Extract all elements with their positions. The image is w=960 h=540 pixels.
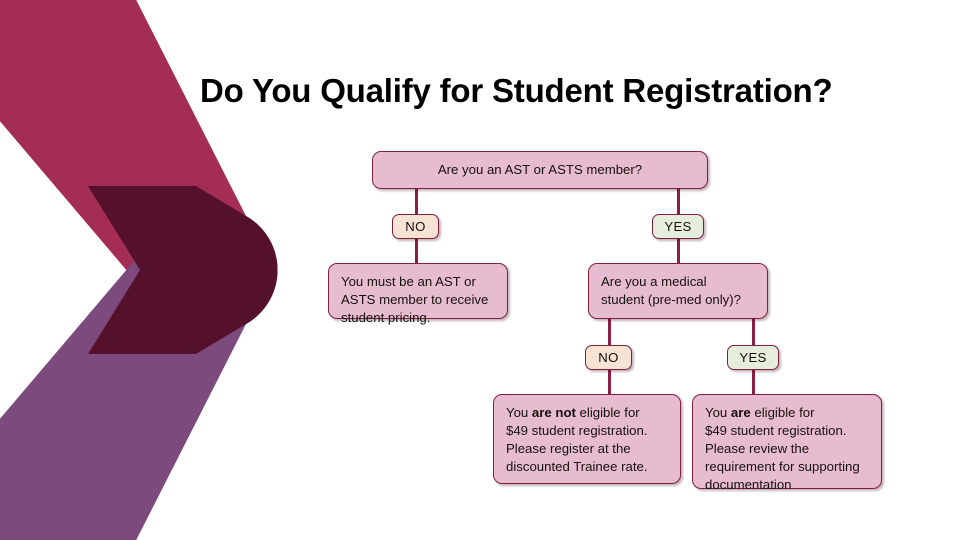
decision-box-medical-student-line1: Are you a medical: [601, 274, 707, 289]
branch-label-membership-no[interactable]: NO: [392, 214, 439, 239]
decision-box-medical-student-line2: student (pre-med only)?: [601, 291, 742, 307]
result-box-not-member-line3: student pricing.: [341, 309, 431, 325]
branch-label-student-yes-text: YES: [739, 350, 767, 365]
result-not-eligible-emphasis: are not: [531, 405, 576, 420]
result-box-not-eligible-line2: $49 student registration.: [506, 422, 648, 438]
page-title: Do You Qualify for Student Registration?: [200, 72, 833, 110]
result-box-eligible-line1: You are eligible for: [705, 404, 869, 422]
decision-box-membership-label: Are you an AST or ASTS member?: [437, 162, 643, 178]
result-box-not-eligible-line3: Please register at the: [506, 440, 631, 456]
result-box-eligible-line4: requirement for supporting: [705, 458, 860, 474]
result-box-eligible[interactable]: You are eligible for $49 student registr…: [692, 394, 882, 492]
decision-box-medical-student[interactable]: Are you a medical student (pre-med only)…: [588, 263, 768, 319]
result-box-not-eligible[interactable]: You are not eligible for $49 student reg…: [493, 394, 681, 484]
result-not-eligible-seg1: You: [506, 405, 532, 420]
branch-label-membership-yes[interactable]: YES: [652, 214, 704, 239]
result-box-not-member-line1: You must be an AST or: [341, 274, 476, 289]
result-eligible-seg3: eligible for: [750, 405, 815, 420]
result-eligible-seg1: You: [705, 405, 731, 420]
branch-label-membership-yes-text: YES: [664, 219, 692, 234]
result-box-eligible-line3: Please review the: [705, 440, 810, 456]
result-box-eligible-line5: documentation: [705, 476, 792, 492]
result-box-not-eligible-line1: You are not eligible for: [506, 404, 668, 422]
branch-label-student-yes[interactable]: YES: [727, 345, 779, 370]
branch-label-student-no[interactable]: NO: [585, 345, 632, 370]
result-box-not-member[interactable]: You must be an AST or ASTS member to rec…: [328, 263, 508, 325]
branch-label-membership-no-text: NO: [405, 219, 426, 234]
branch-label-student-no-text: NO: [598, 350, 619, 365]
result-box-not-eligible-line4: discounted Trainee rate.: [506, 458, 648, 474]
result-box-not-member-line2: ASTS member to receive: [341, 291, 489, 307]
result-not-eligible-seg3: eligible for: [575, 405, 640, 420]
decision-box-membership[interactable]: Are you an AST or ASTS member?: [372, 151, 708, 189]
result-box-eligible-line2: $49 student registration.: [705, 422, 847, 438]
result-eligible-emphasis: are: [730, 405, 751, 420]
